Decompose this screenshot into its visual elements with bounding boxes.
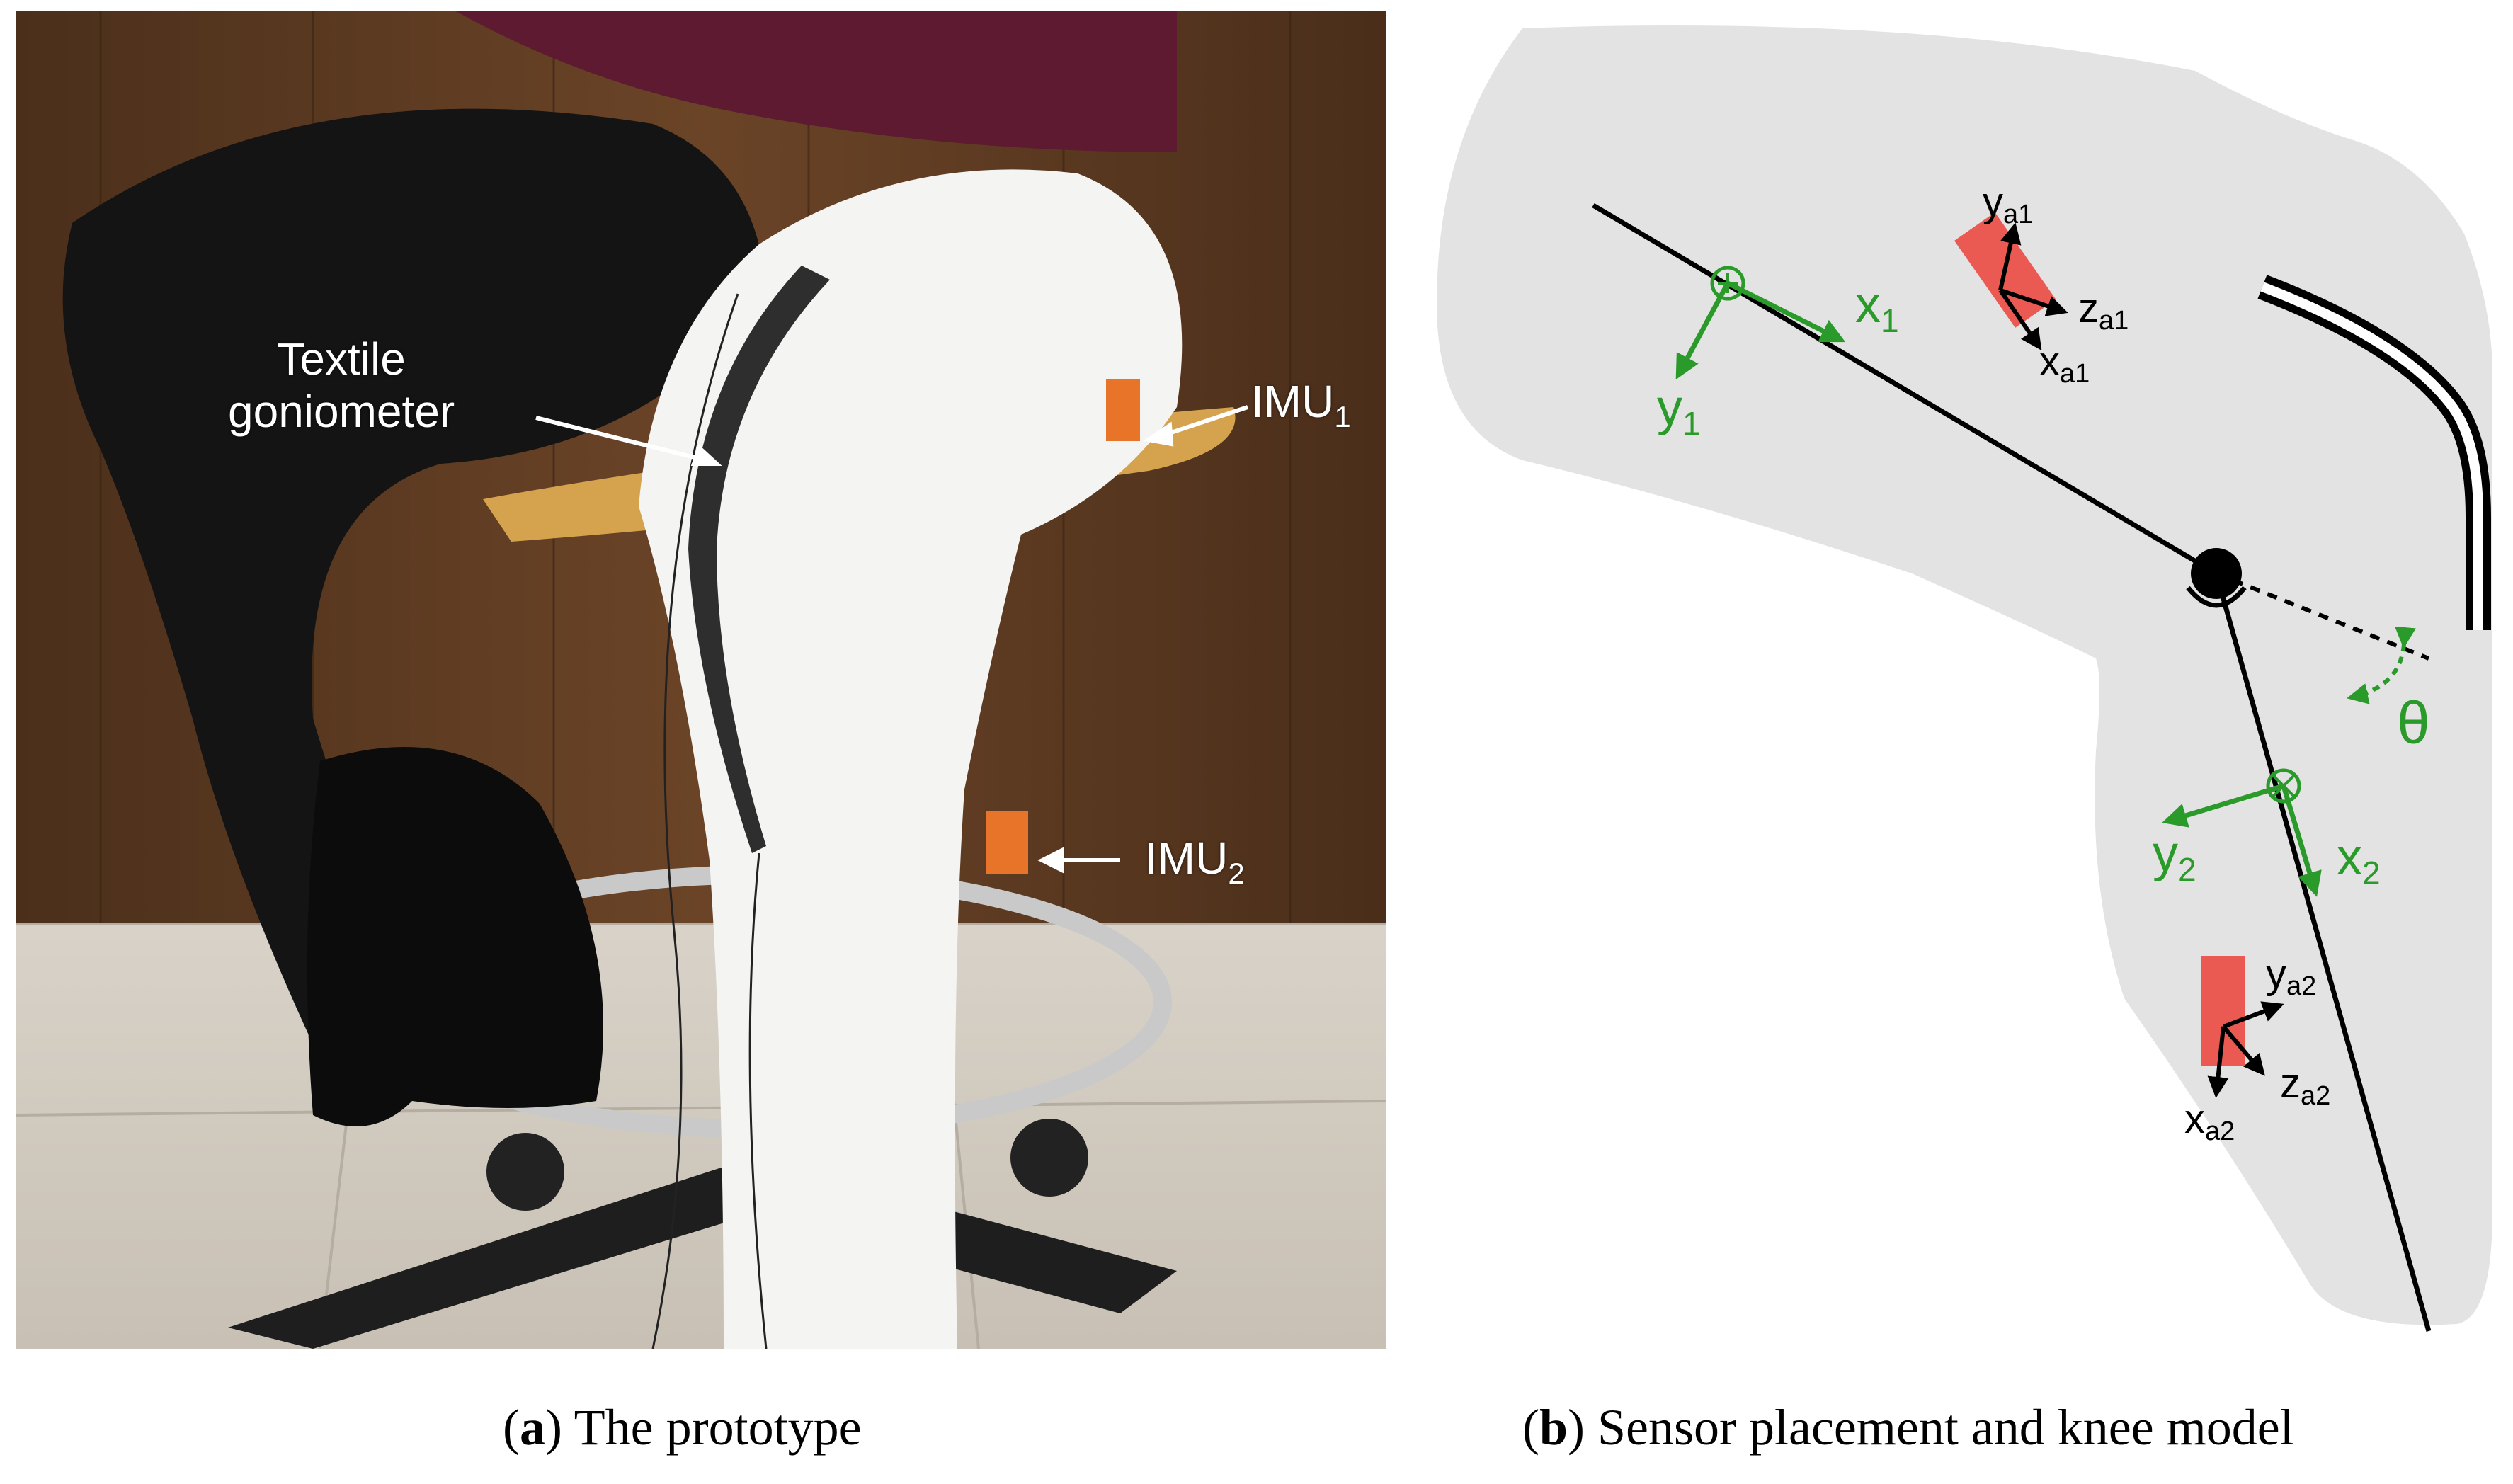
y2-label: y2 — [2153, 826, 2196, 888]
xa1-label: xa1 — [2039, 338, 2090, 389]
y2-axis-arrow — [2162, 783, 2285, 828]
textile-goniometer-strip — [688, 266, 830, 853]
left-leg-black-jeans — [62, 108, 766, 1045]
goniometer-inner — [2260, 282, 2483, 630]
imu1-pointer — [1162, 405, 1248, 438]
right-leg-white-trousers — [639, 169, 1183, 1349]
y1-label: y1 — [1657, 379, 1701, 442]
goniometer-label-line1: Textile — [277, 333, 406, 384]
xa1-axis-arrow — [1998, 289, 2042, 350]
imu1-label-text: IMU — [1251, 376, 1335, 427]
caption-b-letter: b — [1539, 1399, 1568, 1456]
za2-axis-arrow — [2221, 1025, 2265, 1076]
caption-a: (a) The prototype — [503, 1399, 862, 1456]
x1-label: x1 — [1855, 277, 1899, 339]
x2-label: x2 — [2337, 829, 2381, 891]
sweater — [455, 11, 1177, 152]
thigh-segment — [1592, 202, 2218, 576]
imu2-label-sub: 2 — [1228, 856, 1245, 890]
za1-label: za1 — [2078, 285, 2129, 336]
xa2-axis-arrow — [2207, 1026, 2229, 1098]
goniometer-label: Textile goniometer — [228, 333, 455, 438]
knee-model-diagram: θ x1 y1 x2 y2 ya1 za1 xa1 ya2 za2 xa2 — [1416, 7, 2513, 1352]
prototype-photo: Textile goniometer IMU1 IMU2 — [16, 11, 1386, 1349]
y1-axis-arrow — [1675, 282, 1731, 380]
xa2-label: xa2 — [2184, 1096, 2235, 1146]
za1-axis-arrow — [2000, 288, 2068, 316]
black-boot — [307, 747, 603, 1126]
goniometer-pointer — [535, 416, 707, 462]
theta-label: θ — [2397, 690, 2430, 756]
caption-b-text: Sensor placement and knee model — [1585, 1399, 2294, 1456]
shank-segment — [2213, 573, 2432, 1332]
leg-silhouette — [1437, 25, 2492, 1325]
ya2-label: ya2 — [2266, 951, 2316, 1001]
imu2-label-text: IMU — [1145, 833, 1229, 884]
x2-axis-arrow — [2281, 784, 2322, 897]
imu1-box — [1106, 379, 1140, 441]
caption-b: (b) Sensor placement and knee model — [1522, 1399, 2294, 1456]
x1-axis-arrow — [1726, 280, 1846, 343]
caption-a-text: The prototype — [562, 1399, 862, 1456]
caption-a-letter: a — [519, 1399, 545, 1456]
prototype-illustration — [16, 11, 1386, 1349]
knee-model-svg: θ x1 y1 x2 y2 ya1 za1 xa1 ya2 za2 xa2 — [1437, 25, 2492, 1332]
imu2-box — [986, 811, 1028, 874]
imu1-label-sub: 1 — [1334, 399, 1351, 433]
za2-label: za2 — [2280, 1061, 2330, 1111]
thigh-frame-origin — [1710, 266, 1745, 301]
imu2-label: IMU2 — [1145, 832, 1245, 891]
knee-joint-cup — [2186, 586, 2247, 608]
shank-frame-origin — [2266, 768, 2301, 804]
ya1-axis-arrow — [1998, 222, 2022, 291]
theta-arc — [2347, 626, 2416, 704]
knee-joint — [2191, 548, 2242, 599]
goniometer-label-line2: goniometer — [228, 386, 455, 437]
ya2-axis-arrow — [2222, 1001, 2284, 1029]
ya1-label: ya1 — [1983, 179, 2033, 229]
imu1-label: IMU1 — [1251, 375, 1351, 434]
